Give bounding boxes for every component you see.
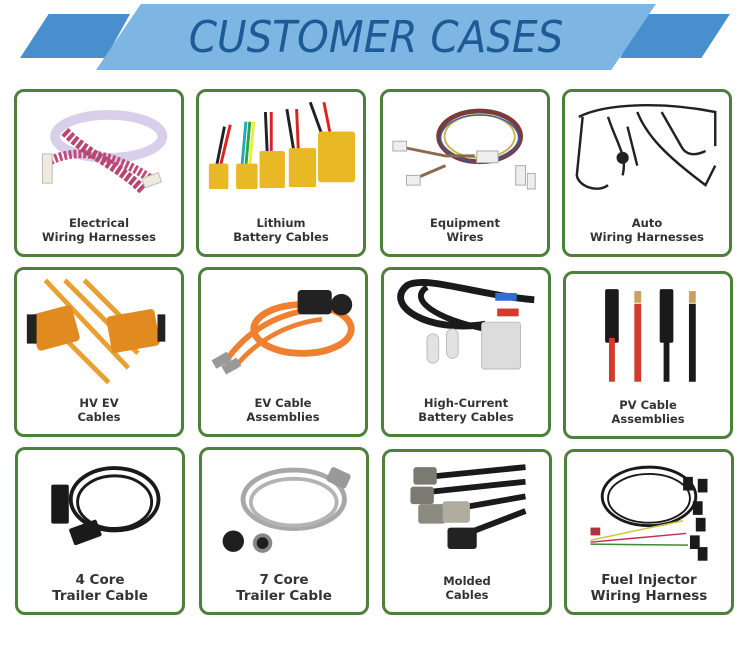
- orange-ev-cable-coil-image: [205, 274, 361, 384]
- xt-connector-cables-image: [203, 96, 359, 206]
- fuel-injector-harness-image: [571, 456, 727, 566]
- automotive-harness-image: [569, 96, 725, 206]
- solar-mc4-cables-image: [570, 278, 726, 388]
- hv-connectors-orange-image: [21, 274, 177, 384]
- molded-connector-cables-image: [389, 456, 545, 566]
- ribbon-cable-harness-image: [21, 96, 177, 206]
- page-title: CUSTOMER CASES: [188, 11, 564, 63]
- anderson-battery-cable-image: [388, 274, 544, 384]
- 7-pin-trailer-cable-image: [206, 454, 362, 564]
- banner-ribbon: [96, 4, 656, 70]
- multicolor-wire-loom-image: [387, 96, 543, 206]
- 4-pin-trailer-cable-image: [22, 454, 178, 564]
- banner: CUSTOMER CASES: [0, 0, 750, 80]
